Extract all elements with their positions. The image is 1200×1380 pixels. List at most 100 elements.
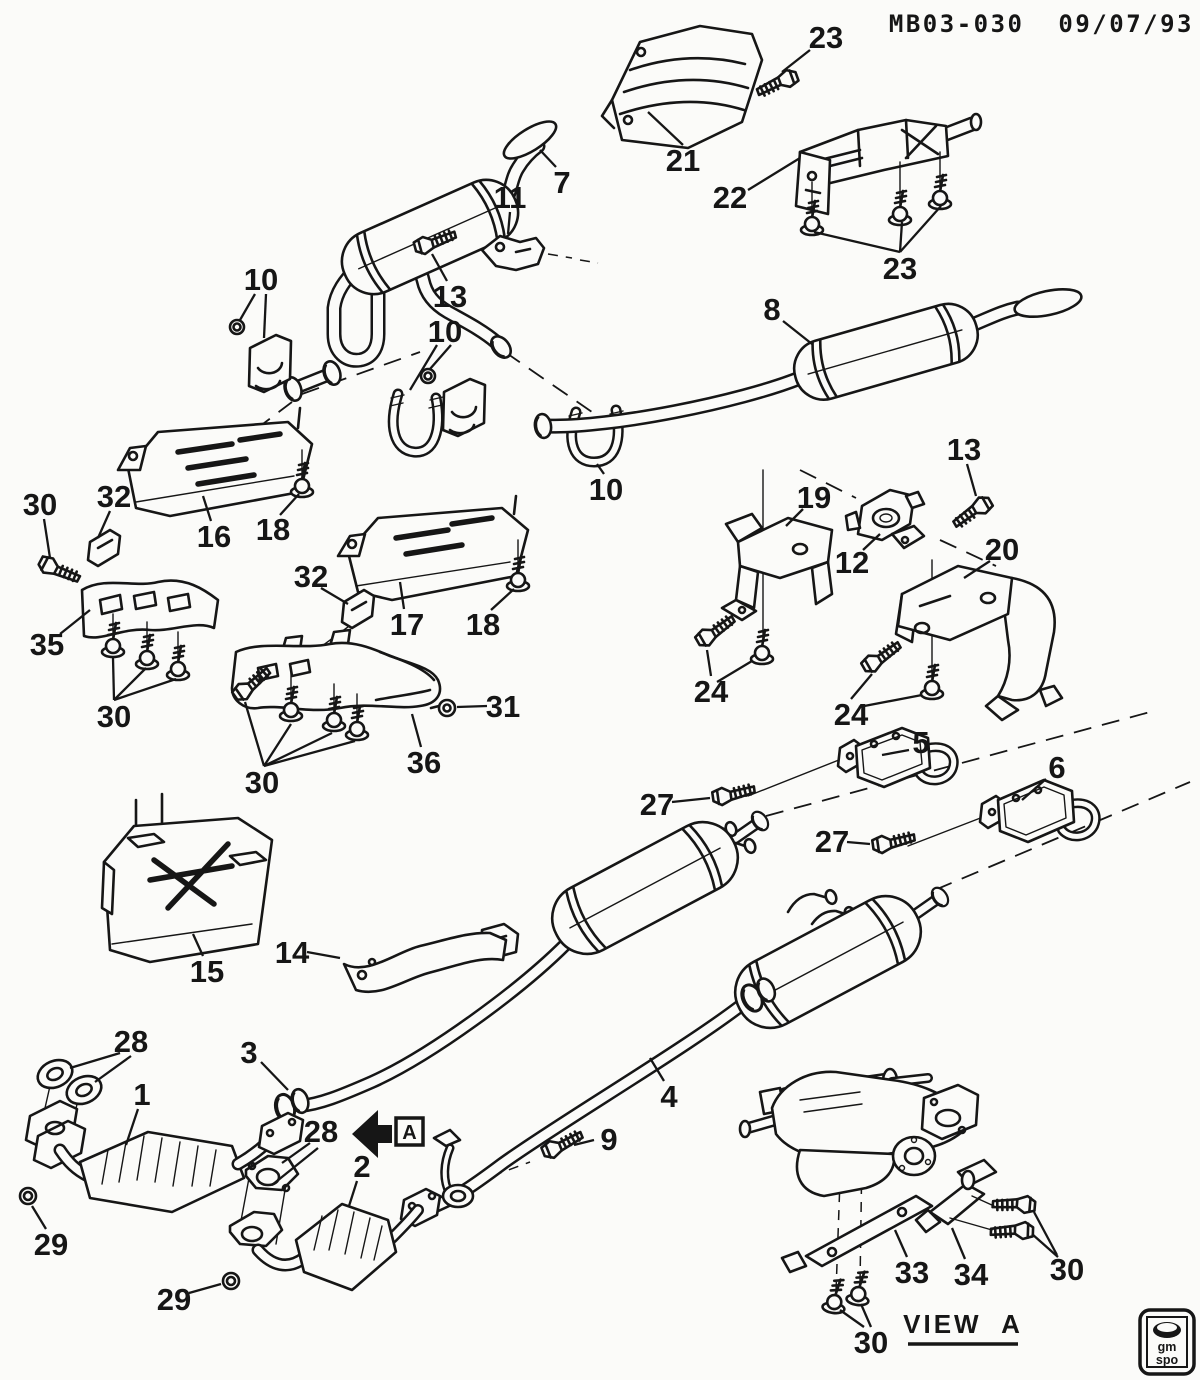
callout-number-34: 34 bbox=[954, 1257, 989, 1292]
callout-leader-23 bbox=[898, 221, 904, 253]
callout-leader-32 bbox=[320, 587, 349, 605]
callout-leader-27 bbox=[846, 840, 871, 846]
heat-shield-17-drawing bbox=[336, 494, 530, 602]
pipe-3-assembly-drawing bbox=[271, 807, 773, 1126]
callout-leader-35 bbox=[59, 609, 91, 635]
callout-leader-10 bbox=[596, 463, 605, 475]
callout-leader-30 bbox=[42, 518, 52, 559]
bolts-30-under-36 bbox=[278, 671, 370, 742]
view-direction-arrow-icon bbox=[352, 1110, 392, 1158]
heat-shield-21-drawing bbox=[600, 24, 764, 150]
callout-number-6: 6 bbox=[1048, 750, 1065, 785]
callout-number-30: 30 bbox=[245, 765, 279, 800]
callout-leader-10 bbox=[409, 344, 438, 391]
callout-leader-30 bbox=[1032, 1211, 1059, 1256]
callout-leader-27 bbox=[671, 796, 711, 804]
callout-number-2: 2 bbox=[353, 1149, 370, 1184]
button-31 bbox=[429, 698, 457, 718]
logo-text-top: gm bbox=[1158, 1340, 1177, 1354]
callout-leader-18 bbox=[490, 588, 515, 611]
callout-leader-2 bbox=[347, 1180, 359, 1207]
muffler-8-drawing bbox=[532, 287, 1083, 441]
clamp-set-10 bbox=[228, 318, 624, 468]
muffler-7-drawing bbox=[326, 120, 558, 368]
callout-leader-19 bbox=[785, 508, 804, 527]
callout-number-19: 19 bbox=[797, 480, 831, 515]
heat-shield-15-drawing bbox=[100, 792, 274, 964]
heat-shield-16-drawing bbox=[116, 406, 314, 518]
callout-leader-10 bbox=[262, 293, 268, 339]
bolts-30-view-a-bottom bbox=[820, 1268, 874, 1316]
callout-number-31: 31 bbox=[486, 689, 520, 724]
callout-number-12: 12 bbox=[835, 545, 869, 580]
bolt-18-left bbox=[289, 449, 315, 499]
callout-number-30: 30 bbox=[97, 699, 131, 734]
callout-leader-28 bbox=[69, 1051, 121, 1070]
callout-leader-11 bbox=[506, 211, 512, 235]
bolt-23-upper bbox=[752, 66, 801, 100]
view-marker-box: A bbox=[394, 1116, 425, 1147]
callout-leader-12 bbox=[862, 533, 881, 551]
callout-leader-24 bbox=[705, 649, 713, 677]
bolt-30-left bbox=[34, 552, 83, 590]
callout-leader-24 bbox=[716, 660, 753, 683]
bolt-27-right bbox=[870, 830, 918, 856]
callout-number-24: 24 bbox=[834, 697, 869, 732]
callout-number-14: 14 bbox=[275, 935, 310, 970]
callout-leader-24 bbox=[858, 693, 923, 709]
callout-leader-17 bbox=[398, 581, 406, 610]
callout-number-16: 16 bbox=[197, 519, 231, 554]
view-a-caption: VIEW A bbox=[903, 1309, 1020, 1346]
bolts-23-lower bbox=[799, 151, 953, 237]
callout-number-13: 13 bbox=[947, 432, 981, 467]
logo-text-bottom: spo bbox=[1156, 1353, 1179, 1367]
callout-leader-30 bbox=[113, 667, 147, 701]
bolts-30-under-35 bbox=[100, 613, 191, 682]
callout-number-35: 35 bbox=[30, 627, 64, 662]
callout-leader-23 bbox=[781, 49, 811, 73]
support-35-drawing bbox=[80, 579, 220, 639]
callout-leader-8 bbox=[782, 320, 813, 345]
callout-leader-30 bbox=[243, 701, 266, 767]
callout-number-15: 15 bbox=[190, 954, 224, 989]
callout-leader-33 bbox=[893, 1229, 909, 1258]
callout-leader-28 bbox=[281, 1142, 311, 1164]
callout-number-10: 10 bbox=[428, 314, 462, 349]
callout-number-11: 11 bbox=[494, 180, 527, 215]
callout-leader-13 bbox=[965, 463, 978, 497]
callout-number-33: 33 bbox=[895, 1255, 929, 1290]
callout-number-13: 13 bbox=[433, 279, 467, 314]
callout-leader-15 bbox=[191, 933, 205, 957]
callout-number-18: 18 bbox=[466, 607, 500, 642]
drawing-number-title: MB03-030 09/07/93 bbox=[889, 10, 1194, 38]
callout-leader-30 bbox=[839, 1309, 865, 1328]
callout-leader-30 bbox=[263, 723, 292, 767]
callout-number-10: 10 bbox=[244, 262, 278, 297]
callout-number-32: 32 bbox=[294, 559, 328, 594]
callout-leader-22 bbox=[747, 157, 801, 191]
callout-leader-28 bbox=[271, 1147, 319, 1186]
support-36-drawing bbox=[230, 628, 442, 712]
callout-number-23: 23 bbox=[809, 20, 843, 55]
callout-number-24: 24 bbox=[694, 674, 729, 709]
bolts-30-view-a-right bbox=[989, 1191, 1037, 1241]
callout-leader-18 bbox=[279, 493, 300, 516]
callout-leader-6 bbox=[1021, 778, 1047, 801]
bracket-14-drawing bbox=[342, 922, 520, 994]
callout-leader-30 bbox=[263, 731, 333, 768]
callout-leader-23 bbox=[813, 230, 901, 254]
bolt-27-left bbox=[710, 782, 758, 808]
callout-leader-29 bbox=[31, 1205, 47, 1230]
callout-leader-10 bbox=[429, 344, 452, 370]
bracket-20-drawing bbox=[894, 559, 1064, 722]
view-a-detail-drawing bbox=[738, 1067, 998, 1274]
callout-leader-14 bbox=[306, 950, 341, 960]
callout-number-27: 27 bbox=[640, 787, 674, 822]
callout-number-5: 5 bbox=[912, 725, 929, 760]
bolt-18-right bbox=[505, 539, 531, 593]
bolts-24-left bbox=[692, 612, 775, 666]
callout-number-36: 36 bbox=[407, 745, 441, 780]
callout-leader-9 bbox=[573, 1138, 595, 1147]
